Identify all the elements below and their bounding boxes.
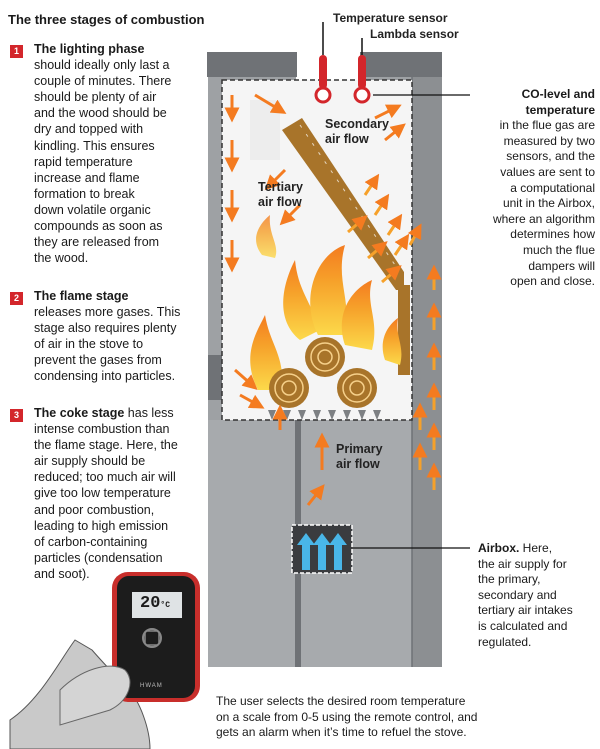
stage-2-badge: 2	[10, 292, 23, 305]
stage-1-heading: The lighting phase	[34, 42, 145, 56]
temperature-sensor-label: Temperature sensor	[333, 11, 448, 25]
stage-1-badge: 1	[10, 45, 23, 58]
stage-2-heading: The flame stage	[34, 289, 129, 303]
footer-caption: The user selects the desired room temper…	[216, 694, 478, 740]
wood-logs	[269, 337, 377, 408]
airbox	[291, 524, 470, 574]
stage-3-heading: The coke stage	[34, 406, 125, 420]
remote-control	[9, 572, 200, 749]
stage-1-text: The lighting phase should ideally only l…	[34, 42, 172, 266]
stage-3-text: The coke stage has less intense combusti…	[34, 406, 178, 581]
secondary-flow-arrows	[347, 173, 422, 284]
lower-flow-arrows	[234, 368, 330, 506]
tertiary-flow-arrows	[224, 93, 406, 273]
stage-2-text: The flame stage releases more gases. Thi…	[34, 289, 181, 384]
temperature-sensor-icon	[314, 22, 332, 104]
remote-brand: HWAM	[140, 683, 163, 689]
remote-display: 20°C	[140, 594, 171, 613]
page-title: The three stages of combustion	[8, 12, 205, 27]
lambda-sensor-label: Lambda sensor	[370, 27, 459, 41]
stage-3-badge: 3	[10, 409, 23, 422]
lambda-sensor-icon	[353, 38, 371, 104]
rising-air-arrows	[412, 264, 442, 490]
co-level-callout: CO-level and temperature in the flue gas…	[492, 87, 595, 289]
air-intake-arrows	[325, 490, 425, 520]
fire-icon	[250, 215, 402, 390]
